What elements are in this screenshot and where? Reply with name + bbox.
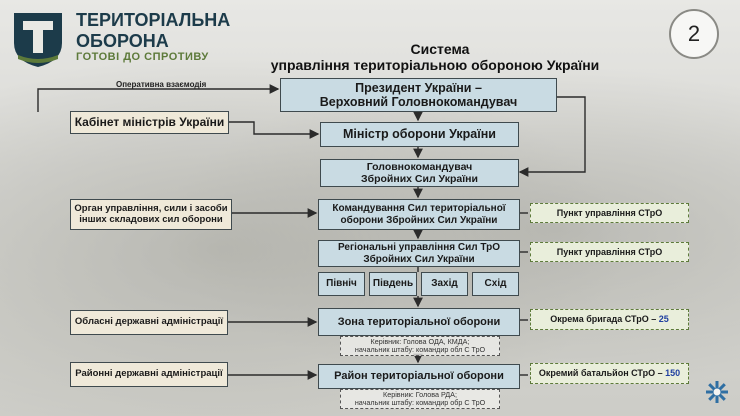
tro-command-line2: оборони Збройних Сил України xyxy=(340,214,498,226)
brand-line1: ТЕРИТОРІАЛЬНА xyxy=(76,10,231,30)
node-commander: Головнокомандувач Збройних Сил України xyxy=(320,159,519,187)
node-tro-command: Командування Сил територіальної оборони … xyxy=(318,199,520,230)
pu1-label: Пункт управління СТрО xyxy=(556,207,663,218)
cabinet-label: Кабінет міністрів України xyxy=(74,114,225,129)
region-east: Схід xyxy=(472,272,519,296)
region-east-label: Схід xyxy=(484,278,507,290)
other-forces-line2: інших складових сил оборони xyxy=(79,213,223,225)
territorial-defense-emblem-icon xyxy=(10,9,66,69)
title-line2: управління територіальною обороною Украї… xyxy=(270,57,600,73)
president-line2: Верховний Головнокомандувач xyxy=(319,95,518,109)
battalion-count: 150 xyxy=(665,368,681,379)
brigade-label: Окрема бригада СТрО – xyxy=(550,314,657,325)
tro-command-line1: Командування Сил територіальної xyxy=(332,203,506,214)
zone-note: Керівник: Голова ОДА, КМДА; начальник шт… xyxy=(340,336,500,356)
minister-label: Міністр оборони України xyxy=(343,127,496,142)
region-west-label: Захід xyxy=(431,278,458,290)
zone-note-line1: Керівник: Голова ОДА, КМДА; xyxy=(370,337,470,346)
regional-line2: Збройних Сил України xyxy=(363,253,475,265)
node-minister: Міністр оборони України xyxy=(320,122,519,147)
battalion-label: Окремий батальйон СТрО – xyxy=(538,368,663,379)
commander-line1: Головнокомандувач xyxy=(366,160,473,173)
zone-label: Зона територіальної оборони xyxy=(337,315,501,328)
other-forces-line1: Орган управління, сили і засоби xyxy=(74,202,228,214)
node-pu1: Пункт управління СТрО xyxy=(530,203,689,223)
regional-line1: Регіональні управління Сил ТрО xyxy=(338,242,500,253)
snowflake-emblem-icon xyxy=(705,380,729,404)
brand-tagline: ГОТОВІ ДО СПРОТИВУ xyxy=(76,51,209,63)
region-south-label: Південь xyxy=(372,278,414,290)
district-note-line1: Керівник: Голова РДА; xyxy=(383,390,457,399)
slide-number-badge: 2 xyxy=(669,9,719,59)
operative-interaction-label: Оперативна взаємодія xyxy=(116,80,207,89)
oblast-admin-label: Обласні державні адміністрації xyxy=(74,316,224,328)
district-label: Район територіальної оборони xyxy=(334,370,504,383)
node-oblast-admin: Обласні державні адміністрації xyxy=(70,310,228,335)
commander-line2: Збройних Сил України xyxy=(361,173,478,185)
district-note: Керівник: Голова РДА; начальник штабу: к… xyxy=(340,389,500,409)
region-north: Північ xyxy=(318,272,365,296)
region-north-label: Північ xyxy=(326,278,357,290)
president-line1: Президент України – xyxy=(355,80,482,95)
node-zone: Зона територіальної оборони xyxy=(318,308,520,336)
slide-number: 2 xyxy=(687,21,701,46)
brigade-count: 25 xyxy=(658,314,669,325)
node-president: Президент України – Верховний Головноком… xyxy=(280,78,557,112)
node-district: Район територіальної оборони xyxy=(318,364,520,389)
district-note-line2: начальник штабу: командир обр С ТрО xyxy=(354,398,486,408)
node-battalion: Окремий батальйон СТрО – 150 xyxy=(530,363,689,384)
node-other-forces: Орган управління, сили і засоби інших ск… xyxy=(70,199,232,230)
pu2-label: Пункт управління СТрО xyxy=(556,246,663,257)
title-line1: Система xyxy=(410,41,470,57)
node-regional: Регіональні управління Сил ТрО Збройних … xyxy=(318,240,520,267)
node-cabinet: Кабінет міністрів України xyxy=(70,111,229,134)
district-admin-label: Районні державні адміністрації xyxy=(75,368,223,380)
brand-line2: ОБОРОНА xyxy=(76,31,169,51)
zone-note-line2: начальник штабу: командир обл С ТрО xyxy=(354,345,486,355)
region-south: Південь xyxy=(369,272,417,296)
node-pu2: Пункт управління СТрО xyxy=(530,242,689,262)
node-district-admin: Районні державні адміністрації xyxy=(70,362,228,387)
node-brigade: Окрема бригада СТрО – 25 xyxy=(530,309,689,330)
region-west: Захід xyxy=(421,272,468,296)
